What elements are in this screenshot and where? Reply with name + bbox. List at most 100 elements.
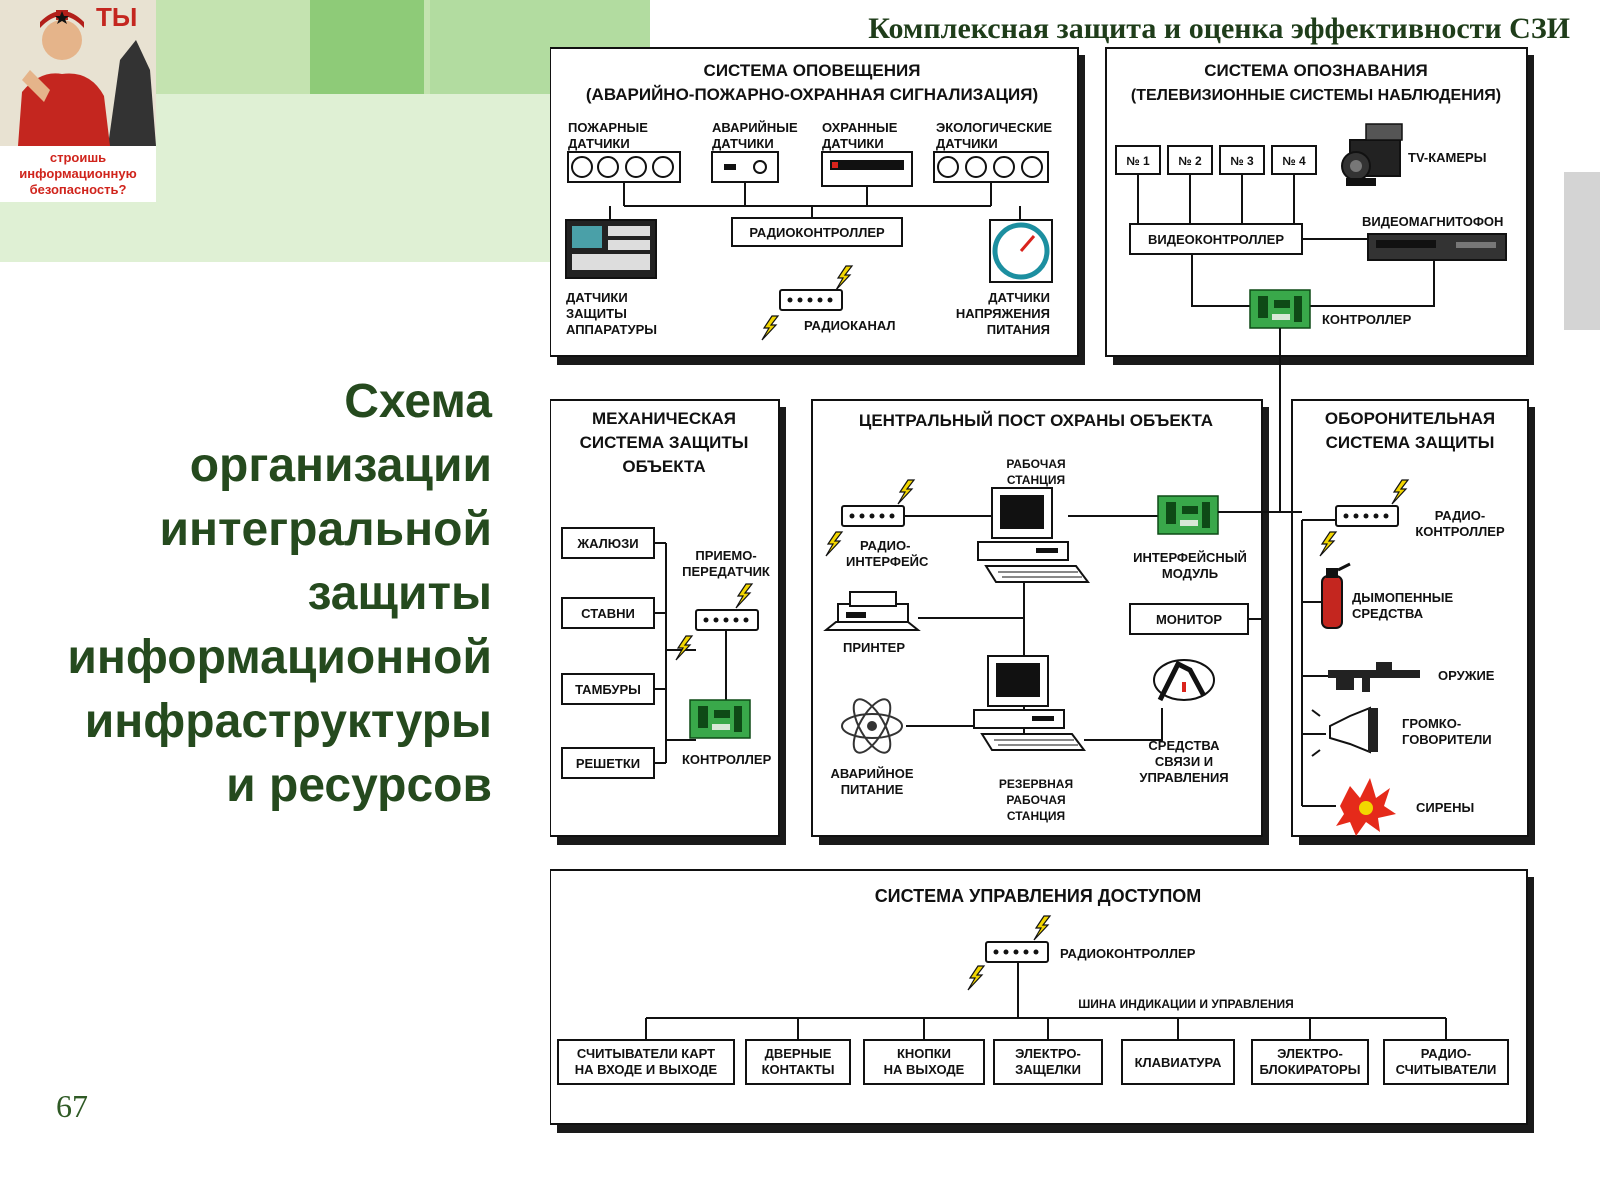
mechanical-item-grilles: РЕШЕТКИ	[576, 756, 640, 771]
loudspeakers-label: ГОВОРИТЕЛИ	[1402, 732, 1492, 747]
equipment-sensors-label: ДАТЧИКИ	[566, 290, 628, 305]
mechanical-item-blinds: ЖАЛЮЗИ	[576, 536, 638, 551]
video-controller-label: ВИДЕОКОНТРОЛЛЕР	[1148, 232, 1284, 247]
defensive-radio-controller-icon	[1335, 505, 1399, 527]
access-item-card-readers: НА ВХОДЕ И ВЫХОДЕ	[575, 1062, 718, 1077]
workstation-label: СТАНЦИЯ	[1007, 473, 1065, 487]
radio-channel-icon	[779, 289, 843, 311]
heading-line: и ресурсов	[226, 759, 492, 812]
radio-interface-label: ИНТЕРФЕЙС	[846, 554, 929, 569]
mechanical-controller-icon	[689, 699, 751, 739]
mechanical-item-box	[561, 597, 655, 629]
workstation-label: РАБОЧАЯ	[1006, 457, 1065, 471]
eco-sensors-icon	[933, 151, 1049, 183]
access-item-card-readers: СЧИТЫВАТЕЛИ КАРТ	[577, 1046, 715, 1061]
smoke-label: ДЫМОПЕННЫЕ	[1352, 590, 1453, 605]
mechanical-controller-label: КОНТРОЛЛЕР	[682, 752, 772, 767]
mechanical-title: ОБЪЕКТА	[622, 457, 705, 476]
defensive-title: СИСТЕМА ЗАЩИТЫ	[1326, 433, 1495, 452]
emergency-power-label: ПИТАНИЕ	[841, 782, 904, 797]
printer-icon	[823, 591, 921, 631]
fire-extinguisher-icon	[1321, 562, 1351, 629]
central-post-panel: ЦЕНТРАЛЬНЫЙ ПОСТ ОХРАНЫ ОБЪЕКТА РАБОЧАЯ …	[811, 399, 1269, 845]
alert-system-subtitle: (АВАРИЙНО-ПОЖАРНО-ОХРАННАЯ СИГНАЛИЗАЦИЯ)	[586, 85, 1038, 104]
access-item-box	[1383, 1039, 1509, 1085]
monitor-label: МОНИТОР	[1156, 612, 1222, 627]
security-sensors-label: ДАТЧИКИ	[822, 136, 884, 151]
equipment-sensors-icon	[565, 219, 657, 279]
integrated-security-diagram: СИСТЕМА ОПОВЕЩЕНИЯ (АВАРИЙНО-ПОЖАРНО-ОХР…	[550, 47, 1535, 1133]
defensive-radio-controller-label: РАДИО-	[1435, 508, 1485, 523]
heading-line: Схема	[344, 375, 492, 428]
weapons-label: ОРУЖИЕ	[1438, 668, 1495, 683]
printer-label: ПРИНТЕР	[843, 640, 905, 655]
poster-illustration: ТЫ строишь информационную безопасность?	[0, 0, 156, 202]
alert-system-title: СИСТЕМА ОПОВЕЩЕНИЯ	[704, 61, 921, 80]
access-item-box	[1251, 1039, 1369, 1085]
access-item-box	[993, 1039, 1103, 1085]
tv-cameras-label: TV-КАМЕРЫ	[1408, 150, 1486, 165]
interface-module-icon	[1157, 495, 1219, 535]
access-item-electric-latches: ЗАЩЕЛКИ	[1015, 1062, 1081, 1077]
comms-label: СВЯЗИ И	[1155, 754, 1213, 769]
monitor-4-label: № 4	[1282, 154, 1306, 168]
mechanical-item-shutters: СТАВНИ	[581, 606, 635, 621]
mechanical-system-panel: МЕХАНИЧЕСКАЯ СИСТЕМА ЗАЩИТЫ ОБЪЕКТА ЖАЛЮ…	[550, 399, 786, 845]
backup-workstation-label: РЕЗЕРВНАЯ	[999, 777, 1073, 791]
access-item-door-contacts: КОНТАКТЫ	[762, 1062, 835, 1077]
access-item-radio-readers: СЧИТЫВАТЕЛИ	[1396, 1062, 1497, 1077]
poster-line-2: информационную	[19, 166, 136, 181]
emergency-sensors-label: АВАРИЙНЫЕ	[712, 120, 798, 135]
interface-module-label: МОДУЛЬ	[1162, 566, 1218, 581]
emergency-sensor-icon	[711, 151, 779, 183]
emergency-power-label: АВАРИЙНОЕ	[830, 766, 913, 781]
mechanical-item-box	[561, 527, 655, 559]
recognition-controller-label: КОНТРОЛЛЕР	[1322, 312, 1412, 327]
mechanical-item-box	[561, 673, 655, 705]
poster-line-1: строишь	[50, 150, 106, 165]
access-radio-controller-label: РАДИОКОНТРОЛЛЕР	[1060, 946, 1196, 961]
radio-channel-label: РАДИОКАНАЛ	[804, 318, 896, 333]
loudspeakers-label: ГРОМКО-	[1402, 716, 1461, 731]
access-item-box	[557, 1039, 735, 1085]
access-item-box	[745, 1039, 851, 1085]
monitor-1-box	[1115, 145, 1161, 175]
mechanical-title: СИСТЕМА ЗАЩИТЫ	[580, 433, 749, 452]
sirens-label: СИРЕНЫ	[1416, 800, 1474, 815]
poster-top-text: ТЫ	[96, 2, 137, 32]
interface-module-label: ИНТЕРФЕЙСНЫЙ	[1133, 550, 1247, 565]
access-item-exit-buttons: НА ВЫХОДЕ	[884, 1062, 965, 1077]
siren-icon	[1336, 778, 1396, 836]
video-recorder-label: ВИДЕОМАГНИТОФОН	[1362, 214, 1503, 229]
voltage-sensors-label: НАПРЯЖЕНИЯ	[956, 306, 1050, 321]
header-band-dark	[310, 0, 424, 94]
fire-sensors-label: ДАТЧИКИ	[568, 136, 630, 151]
heading-line: инфраструктуры	[84, 695, 492, 748]
monitor-2-label: № 2	[1178, 154, 1202, 168]
access-radio-controller-icon	[985, 941, 1049, 963]
mechanical-title: МЕХАНИЧЕСКАЯ	[592, 409, 736, 428]
weapon-icon	[1328, 662, 1420, 692]
heading-line: интегральной	[159, 503, 492, 556]
access-item-keyboard: КЛАВИАТУРА	[1135, 1055, 1222, 1070]
access-item-electric-blockers: ЭЛЕКТРО-	[1277, 1046, 1343, 1061]
alert-radio-controller: РАДИОКОНТРОЛЛЕР	[749, 225, 885, 240]
access-item-box	[1121, 1039, 1235, 1085]
access-item-electric-latches: ЭЛЕКТРО-	[1015, 1046, 1081, 1061]
access-item-radio-readers: РАДИО-	[1421, 1046, 1471, 1061]
heading-line: информационной	[67, 631, 492, 684]
emergency-power-icon	[841, 698, 903, 754]
eco-sensors-label: ДАТЧИКИ	[936, 136, 998, 151]
security-sensors-label: ОХРАННЫЕ	[822, 120, 898, 135]
comms-label: УПРАВЛЕНИЯ	[1139, 770, 1228, 785]
alert-system-panel: СИСТЕМА ОПОВЕЩЕНИЯ (АВАРИЙНО-ПОЖАРНО-ОХР…	[550, 47, 1085, 365]
voltage-sensor-icon	[989, 219, 1053, 283]
access-item-door-contacts: ДВЕРНЫЕ	[765, 1046, 832, 1061]
radio-interface-label: РАДИО-	[860, 538, 910, 553]
transceiver-label: ПРИЕМО-	[695, 548, 756, 563]
transceiver-icon	[695, 609, 759, 631]
transceiver-label: ПЕРЕДАТЧИК	[682, 564, 770, 579]
backup-workstation-label: СТАНЦИЯ	[1007, 809, 1065, 823]
voltage-sensors-label: ПИТАНИЯ	[987, 322, 1050, 337]
defensive-system-panel: ОБОРОНИТЕЛЬНАЯ СИСТЕМА ЗАЩИТЫ РАДИО- КОН…	[1291, 399, 1535, 845]
